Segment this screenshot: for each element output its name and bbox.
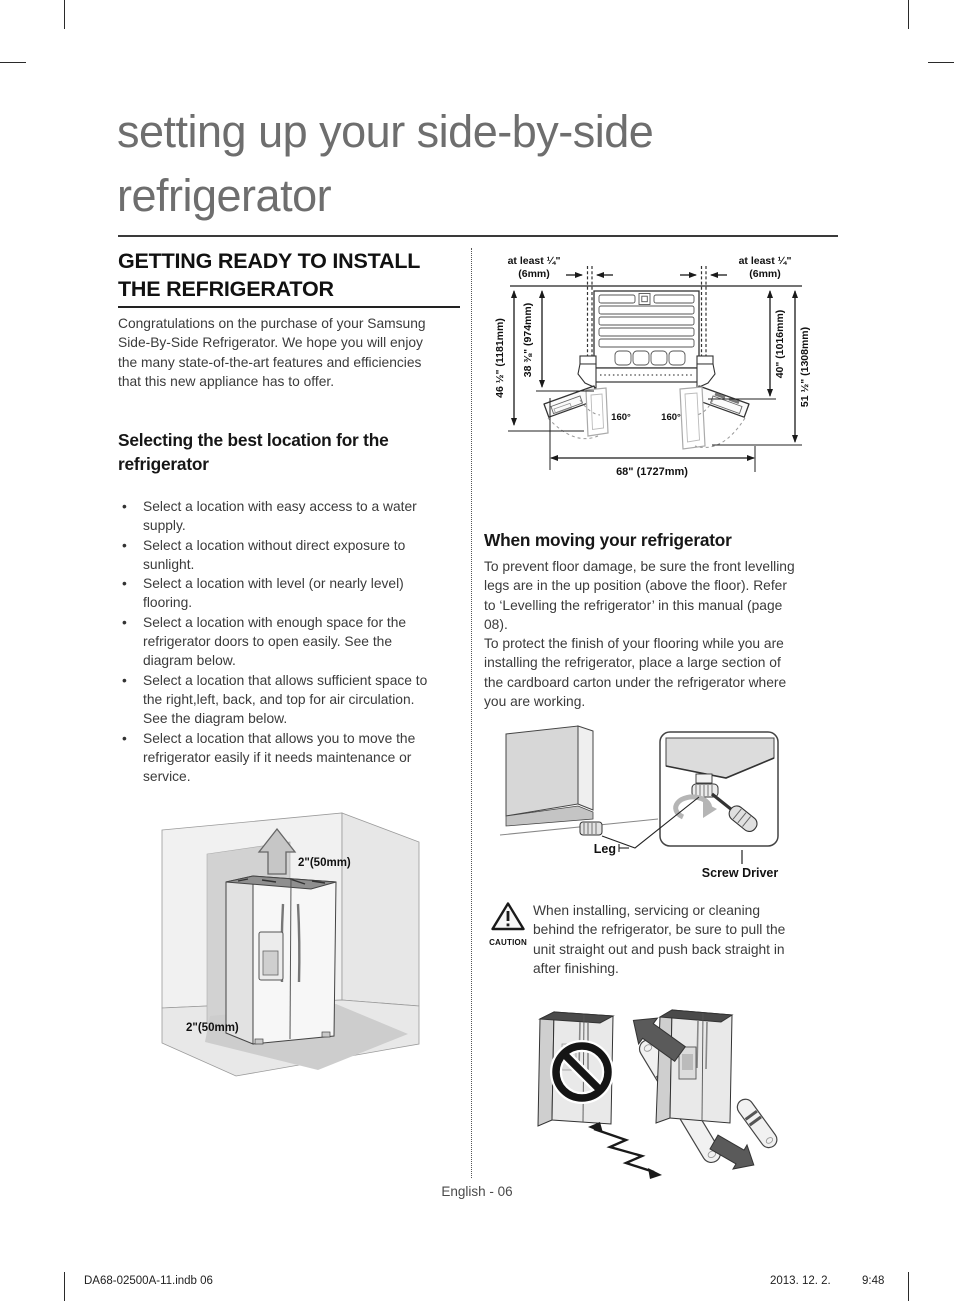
prohibition-icon <box>550 1040 614 1104</box>
door-handle <box>296 903 301 983</box>
dim-left-outer: 46 ½" (1181mm) <box>494 318 506 398</box>
page-title-line1: setting up your side-by-side <box>117 106 654 157</box>
caution-icon <box>491 902 525 931</box>
gap-label-right-2: (6mm) <box>749 268 781 280</box>
room-clearance-diagram: 2"(50mm) 2"(50mm) <box>161 812 420 1077</box>
section-heading-line1: GETTING READY TO INSTALL <box>118 249 421 273</box>
crop-mark <box>908 0 909 29</box>
crop-mark <box>908 1272 909 1301</box>
leg-front <box>579 821 603 836</box>
fridge-correct-way <box>655 1009 734 1124</box>
page-footer: English - 06 <box>441 1184 513 1199</box>
page-title: setting up your side-by-side refrigerato… <box>117 100 857 228</box>
pull-out-arrow-icon <box>632 1017 686 1062</box>
door-clearance-diagram: at least ¼" (6mm) at least ¼" (6mm) <box>494 255 811 478</box>
section-heading: GETTING READY TO INSTALL THE REFRIGERATO… <box>118 247 460 303</box>
location-bullet-list: Select a location with easy access to a … <box>118 497 466 786</box>
leg-adjust-callout <box>659 731 779 847</box>
print-file-label: DA68-02500A-11.indb 06 <box>84 1275 213 1287</box>
caution-label: CAUTION <box>489 938 527 947</box>
door-hinge-left <box>577 363 597 389</box>
dim-right-outer: 51 ½" (1308mm) <box>799 327 811 407</box>
crop-mark <box>64 0 65 29</box>
right-wall <box>341 812 420 1007</box>
push-back-arrow-icon <box>709 1134 755 1170</box>
up-block-arrow-icon <box>257 827 297 875</box>
moving-paragraph: To prevent floor damage, be sure the fro… <box>484 559 795 710</box>
screwdriver-label: Screw Driver <box>702 866 779 880</box>
crop-mark <box>928 62 954 63</box>
screwdriver-icon <box>711 792 758 832</box>
zigzag-arrow-icon <box>588 1122 662 1179</box>
dim-total-width: 68" (1727mm) <box>616 466 688 478</box>
rotate-arrow-icon <box>673 794 713 820</box>
door-swing-angle-left: 160° <box>611 412 631 423</box>
leg-label: Leg <box>594 842 616 856</box>
leg-callout <box>691 783 719 798</box>
page-title-line2: refrigerator <box>117 170 332 221</box>
caution-note-icon-block: CAUTION <box>486 901 530 947</box>
section-heading-line2: THE REFRIGERATOR <box>118 277 334 301</box>
list-item: Select a location with easy access to a … <box>118 497 466 536</box>
print-date: 2013. 12. 2. <box>770 1275 831 1287</box>
column-divider <box>471 248 472 1178</box>
list-item: Select a location without direct exposur… <box>118 536 466 575</box>
fridge-top-view <box>577 290 716 389</box>
caution-text: When installing, servicing or cleaning b… <box>533 903 786 976</box>
gap-label-left-2: (6mm) <box>518 268 550 280</box>
dim-left-inner: 38 ⅜" (974mm) <box>522 303 534 377</box>
location-subheading-line1: Selecting the best location for the <box>118 430 389 450</box>
top-clearance-label: 2"(50mm) <box>298 857 351 869</box>
gap-label-right-1: at least ¼" <box>739 255 792 267</box>
dim-right-inner: 40" (1016mm) <box>774 310 786 379</box>
door-hinge-right <box>696 363 716 389</box>
levelling-leg-diagram: Leg Screw Driver <box>499 725 779 880</box>
location-subheading: Selecting the best location for the refr… <box>118 429 458 476</box>
moving-straight-diagram <box>537 1009 778 1179</box>
crop-mark <box>0 62 26 63</box>
title-rule <box>118 235 838 237</box>
fridge-corner-illustration <box>499 725 659 836</box>
rail-right <box>736 1098 778 1149</box>
door-swing-ghost-right <box>679 386 706 450</box>
list-item: Select a location with enough space for … <box>118 613 466 671</box>
list-item: Select a location that allows you to mov… <box>118 729 466 787</box>
moving-subheading: When moving your refrigerator <box>484 530 732 550</box>
crop-mark <box>64 1272 65 1301</box>
location-subheading-line2: refrigerator <box>118 453 209 474</box>
refrigerator-illustration <box>225 875 337 1045</box>
gap-label-left-1: at least ¼" <box>508 255 561 267</box>
door-swing-angle-right: 160° <box>661 412 681 423</box>
list-item: Select a location with level (or nearly … <box>118 574 466 613</box>
side-clearance-label: 2"(50mm) <box>186 1022 239 1034</box>
print-time: 9:48 <box>862 1275 885 1287</box>
list-item: Select a location that allows sufficient… <box>118 671 466 729</box>
intro-paragraph: Congratulations on the purchase of your … <box>118 316 426 389</box>
section-heading-rule <box>118 306 460 308</box>
